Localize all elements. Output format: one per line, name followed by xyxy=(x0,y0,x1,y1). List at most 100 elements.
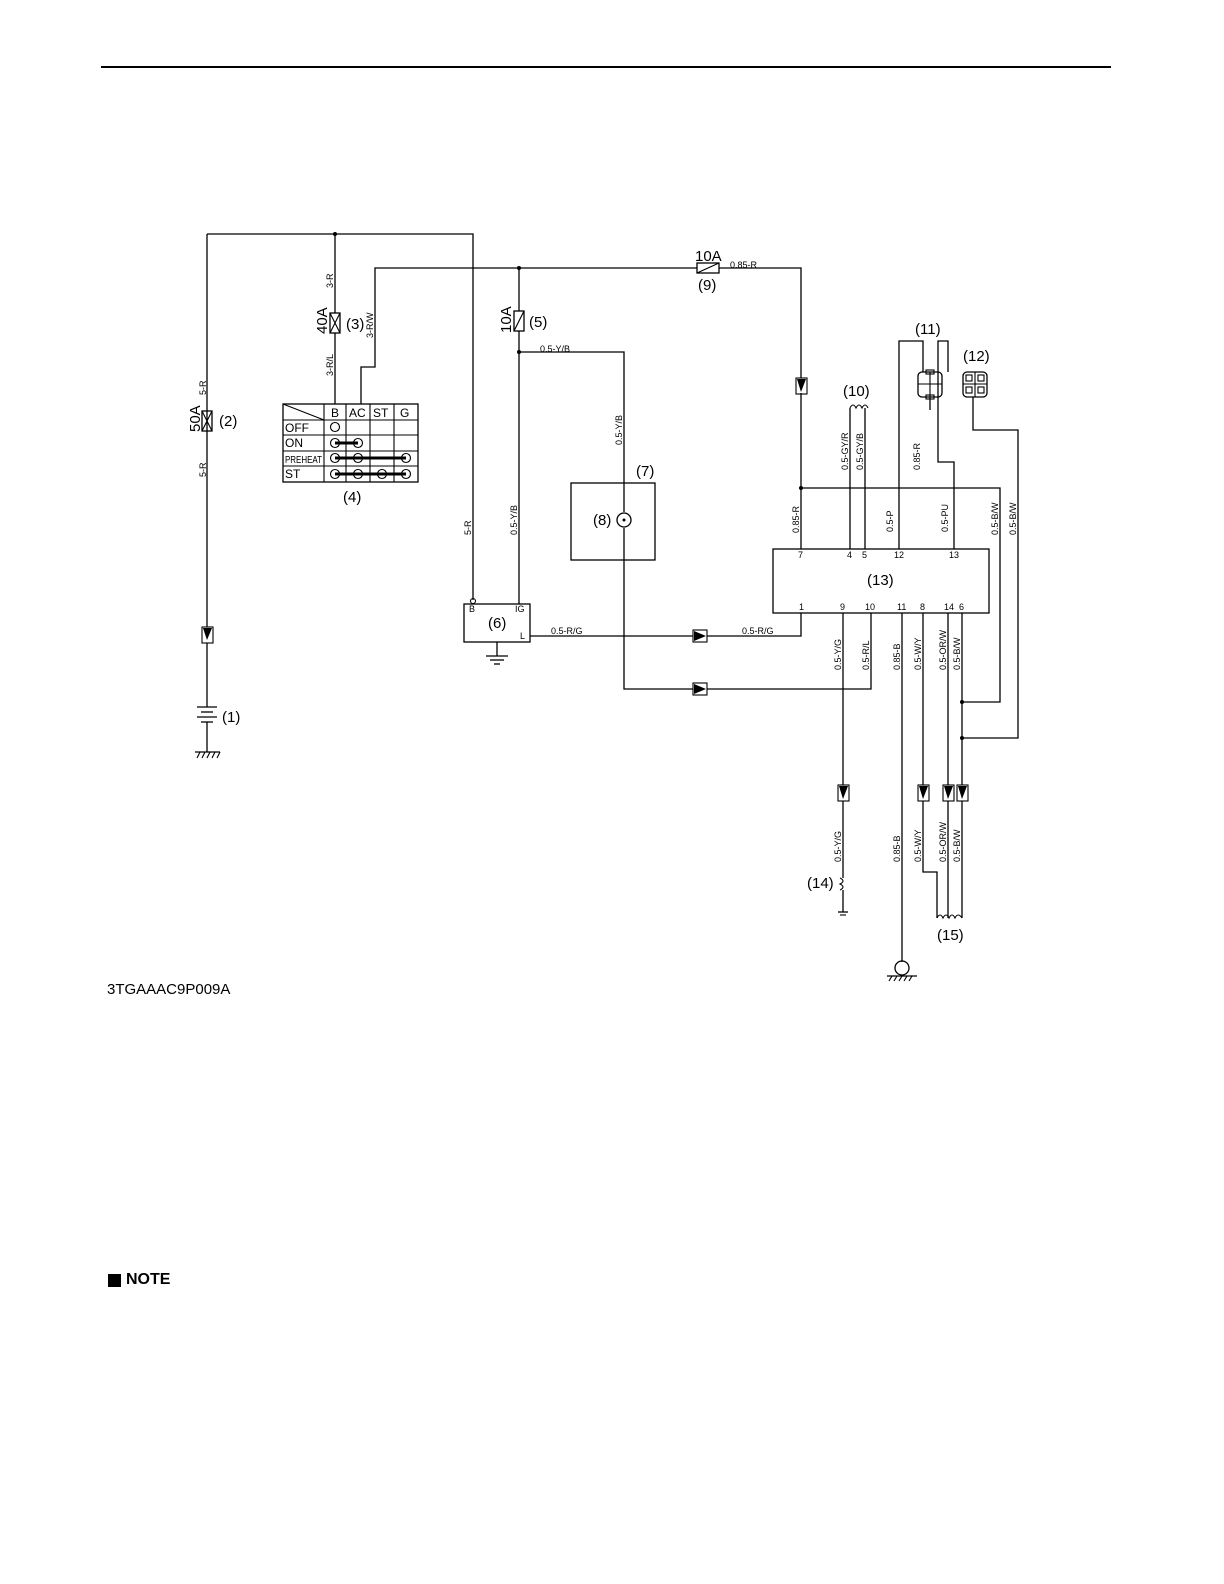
lamp-icon xyxy=(616,512,632,528)
wire-label: 0.5-OR/W xyxy=(938,629,948,670)
wire-label: 0.5-Y/B xyxy=(540,344,570,354)
connector-icon xyxy=(839,786,848,799)
switch-row-st: ST xyxy=(285,467,301,481)
connector-icon xyxy=(694,684,706,694)
wire-label: 0.5-W/Y xyxy=(913,637,923,670)
ecu-pin: 9 xyxy=(840,602,845,612)
fuse-10a-rating-2: 10A xyxy=(695,248,722,265)
note-heading-block: NOTE xyxy=(108,1271,170,1289)
connector-icon xyxy=(203,628,212,640)
label-meter: (7) xyxy=(636,463,654,480)
connector-frame xyxy=(917,784,930,802)
connector-frame xyxy=(201,626,214,644)
wire-label: 0.5-Y/G xyxy=(833,639,843,670)
header-rule xyxy=(101,66,1111,68)
label-alternator: (6) xyxy=(488,615,506,632)
connector-frame xyxy=(837,784,850,802)
wire-label: 0.5-P xyxy=(885,510,895,532)
alternator-terminal-ig: IG xyxy=(515,604,525,614)
label-key-switch: (4) xyxy=(343,489,361,506)
ecu-pin: 14 xyxy=(944,602,954,612)
switch-header-b: B xyxy=(331,406,339,420)
note-square-icon xyxy=(108,1273,121,1287)
connector-frame xyxy=(692,629,708,643)
wire-label: 0.5-GY/R xyxy=(840,432,850,470)
lamp-filament xyxy=(622,518,626,522)
ecu-pin: 6 xyxy=(959,602,964,612)
sensor-coil-icon xyxy=(849,404,869,410)
wire-label: 0.5-R/L xyxy=(861,640,871,670)
wire-label: 0.5-B/W xyxy=(952,637,962,670)
wire-label: 0.85-R xyxy=(791,505,801,533)
fuse-10a-vertical xyxy=(513,310,525,332)
wire-label: 0.5-B/W xyxy=(952,829,962,862)
key-switch-table xyxy=(282,403,419,483)
connector-11-icon xyxy=(917,369,943,400)
label-fuse-10a: (5) xyxy=(529,314,547,331)
ecu-pin: 1 xyxy=(799,602,804,612)
label-sensor-14: (14) xyxy=(807,875,834,892)
sensor-15-coil-icon xyxy=(936,914,963,920)
wire-label: 5-R xyxy=(463,520,473,535)
label-lamp: (8) xyxy=(593,512,611,529)
switch-header-ac: AC xyxy=(349,406,366,420)
wire-label: 0.5-Y/G xyxy=(833,831,843,862)
label-battery: (1) xyxy=(222,709,240,726)
ecu-pin: 7 xyxy=(798,550,803,560)
wire-label: 3-R/W xyxy=(365,312,375,338)
wire-label: 3-R/L xyxy=(325,354,335,376)
ecu-pin: 10 xyxy=(865,602,875,612)
connector-frame xyxy=(692,682,708,696)
wire-p xyxy=(898,340,924,549)
wire-label: 3-R xyxy=(325,273,335,288)
fuse-10a-rating: 10A xyxy=(498,306,515,333)
fuse-50a-rating: 50A xyxy=(187,405,204,432)
fuse-40a-rating: 40A xyxy=(314,307,331,334)
label-sensor-15: (15) xyxy=(937,927,964,944)
switch-header-st: ST xyxy=(373,406,389,420)
wire-label: 0.5-Y/B xyxy=(614,415,624,445)
connector-frame xyxy=(942,784,955,802)
label-connector-11: (11) xyxy=(915,321,941,338)
connector-icon xyxy=(919,786,928,799)
note-heading: NOTE xyxy=(126,1271,171,1288)
wire-label: 0.5-W/Y xyxy=(913,829,923,862)
connector-icon xyxy=(958,786,967,799)
switch-header-g: G xyxy=(400,406,409,420)
ecu-box xyxy=(772,548,990,614)
meter-panel xyxy=(570,482,656,561)
wire-label: 0.85-R xyxy=(730,260,758,270)
wire-label: 0.85-R xyxy=(912,442,922,470)
label-fuse-10a-2: (9) xyxy=(698,277,716,294)
battery xyxy=(195,706,221,759)
switch-row-on: ON xyxy=(285,436,303,450)
alternator-terminal-l: L xyxy=(520,631,525,641)
wire-label: 5-R xyxy=(198,462,208,477)
connector-icon xyxy=(694,631,706,641)
ecu-pin: 5 xyxy=(862,550,867,560)
label-fuse-40a: (3) xyxy=(346,316,364,333)
ecu-pin: 11 xyxy=(897,602,906,612)
wire-bw-12 xyxy=(962,397,1019,739)
switch-row-off: OFF xyxy=(285,421,309,435)
wire-label: 5-R xyxy=(198,380,208,395)
figure-code: 3TGAAAC9P009A xyxy=(107,981,231,998)
label-sensor-10: (10) xyxy=(843,383,870,400)
sensor-14-icon xyxy=(838,877,848,916)
fuse-10a-horizontal xyxy=(696,262,720,274)
ecu-pin: 4 xyxy=(847,550,852,560)
fuse-50a xyxy=(201,410,213,432)
wire-label: 0.5-PU xyxy=(940,504,950,532)
wire-pu xyxy=(937,340,955,549)
wire-label: 0.5-OR/W xyxy=(938,821,948,862)
ecu-pin: 13 xyxy=(949,550,959,560)
alternator xyxy=(463,597,531,665)
wire-label: 0.5-R/G xyxy=(551,626,583,636)
label-connector-12: (12) xyxy=(963,348,990,365)
fuse-40a xyxy=(329,312,341,334)
wire-label: 0.5-Y/B xyxy=(509,505,519,535)
ecu-pin: 12 xyxy=(894,550,904,560)
ecu-pin: 8 xyxy=(920,602,925,612)
wire-label: 0.85-B xyxy=(892,643,902,670)
wire-label: 0.5-R/G xyxy=(742,626,774,636)
